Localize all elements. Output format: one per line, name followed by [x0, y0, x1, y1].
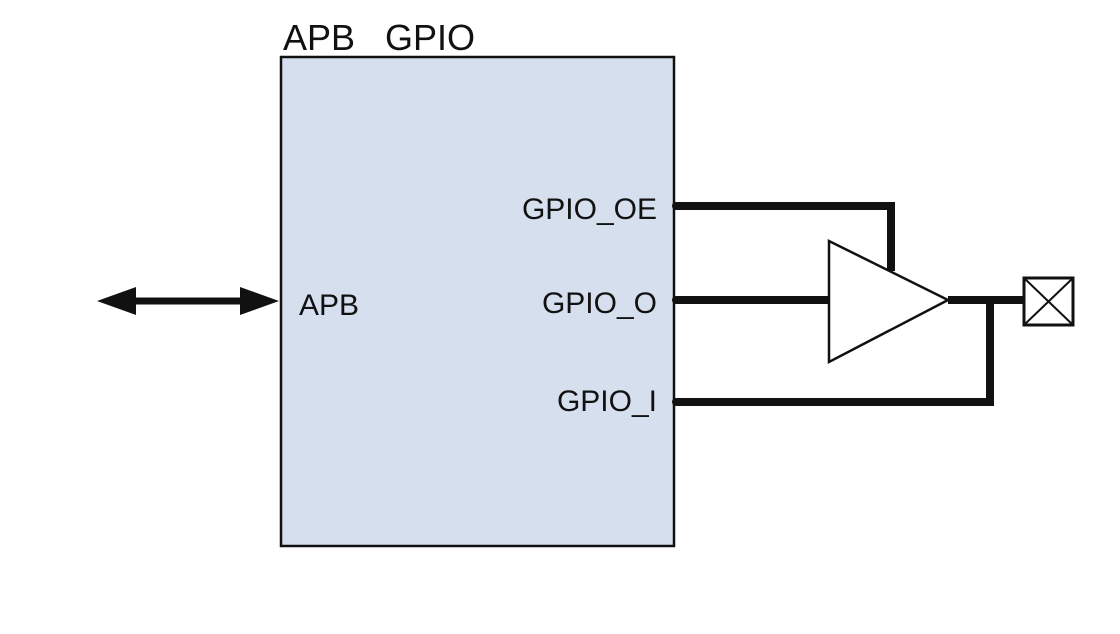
gpio-i-connector	[672, 398, 680, 406]
gpio-o-connector	[672, 296, 680, 304]
gpio-i-label: GPIO_I	[557, 385, 657, 418]
apb-bus-arrow-icon	[97, 287, 279, 315]
apb-port-label: APB	[299, 289, 359, 322]
tristate-buffer-icon	[827, 238, 951, 365]
gpio-oe-label: GPIO_OE	[522, 193, 657, 226]
gpio-i-wire	[676, 300, 994, 406]
gpio-block	[279, 55, 676, 548]
gpio-oe-wire	[676, 202, 895, 271]
gpio-o-label: GPIO_O	[542, 287, 657, 320]
gpio-oe-connector	[672, 202, 680, 210]
diagram-title: APB GPIO	[283, 17, 475, 58]
io-pad-icon	[1022, 276, 1075, 327]
